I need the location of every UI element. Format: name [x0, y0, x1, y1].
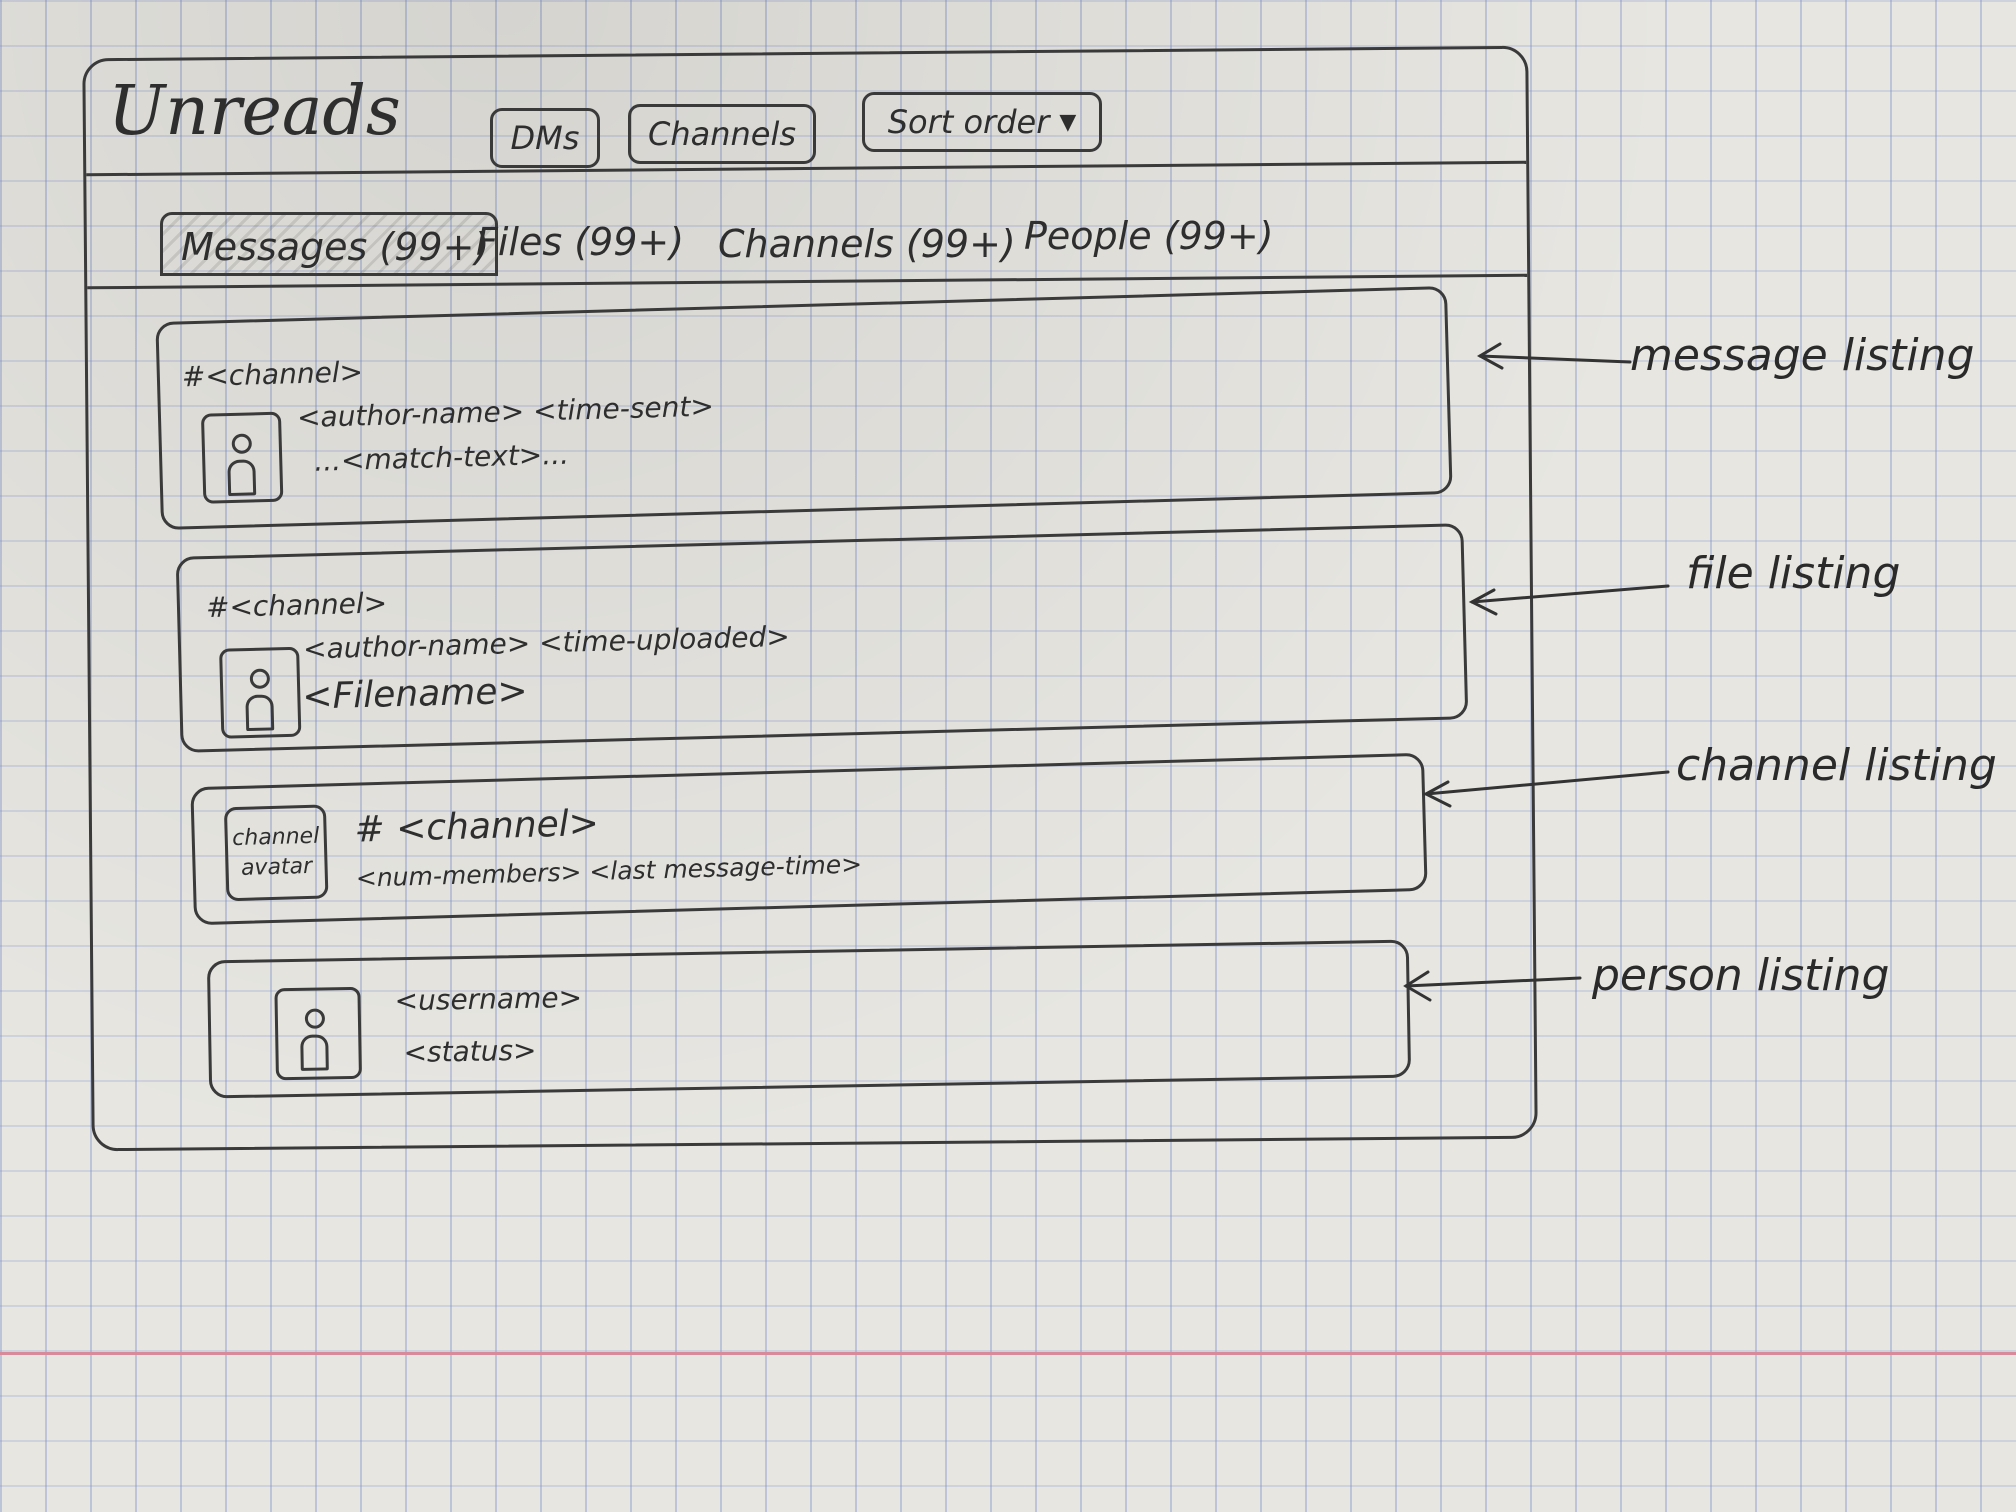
tab-files[interactable]: Files (99+) — [476, 220, 684, 264]
tab-files-label: Files (99+) — [476, 220, 685, 264]
sort-order-label: Sort order — [887, 103, 1050, 141]
notebook-margin-line — [0, 1352, 2016, 1355]
sort-order-dropdown[interactable]: Sort order ▼ — [862, 92, 1102, 152]
message-arrow-head — [1476, 342, 1504, 370]
channel-arrow-line — [1424, 770, 1670, 796]
annotation-file-listing: file listing — [1686, 548, 1901, 599]
person-arrow-head — [1403, 970, 1432, 1002]
file-arrow-head — [1468, 588, 1498, 616]
tab-messages[interactable]: Messages (99+) — [160, 212, 499, 276]
annotation-message-listing: message listing — [1630, 330, 1975, 381]
file-arrow-line — [1470, 584, 1670, 604]
channel-arrow-head — [1422, 780, 1452, 808]
tab-people-label: People (99+) — [1024, 214, 1274, 258]
channels-filter-label: Channels — [647, 115, 797, 153]
dms-filter-button[interactable]: DMs — [490, 108, 600, 168]
message-arrow-line — [1478, 354, 1632, 364]
tab-messages-label: Messages (99+) — [181, 225, 490, 269]
channels-filter-button[interactable]: Channels — [628, 104, 816, 164]
triangle-down-icon: ▼ — [1059, 109, 1077, 135]
tab-people[interactable]: People (99+) — [1024, 214, 1274, 258]
annotation-person-listing: person listing — [1592, 950, 1890, 1001]
annotation-channel-listing: channel listing — [1676, 740, 1997, 791]
person-arrow-line — [1404, 976, 1582, 988]
page-title: Unreads — [108, 72, 401, 151]
tab-channels[interactable]: Channels (99+) — [718, 222, 1016, 266]
tab-channels-label: Channels (99+) — [718, 222, 1016, 266]
dms-filter-label: DMs — [510, 119, 580, 157]
